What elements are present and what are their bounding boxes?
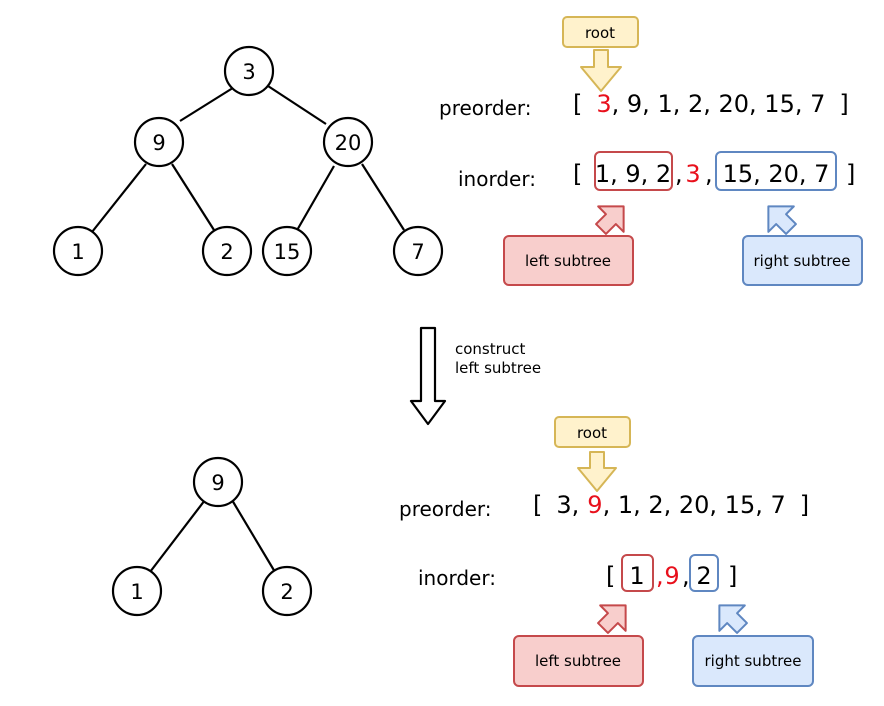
inorder-right-box [689, 554, 719, 592]
inorder-right-values: 15, 20, 7 [723, 160, 830, 188]
top-edge-9-2 [171, 163, 215, 231]
bracket-open: [ [606, 562, 615, 590]
root-tag-label: root [577, 424, 607, 442]
top-edge-20-15 [295, 165, 335, 233]
top-left-subtree-tag: left subtree [503, 235, 634, 286]
inorder-sep: , [682, 562, 690, 590]
root-tag-label: root [585, 24, 615, 42]
node-label: 3 [242, 60, 255, 84]
bottom-tree [149, 499, 276, 573]
node-label: 9 [211, 471, 224, 495]
bracket-open: [ [573, 160, 582, 188]
preorder-label: preorder: [439, 96, 532, 120]
bottom-root-tag: root [554, 416, 631, 448]
bracket-close: ] [800, 491, 809, 519]
preorder-label: preorder: [399, 497, 492, 521]
tree-node: 2 [201, 225, 253, 277]
preorder-rest: , 1, 2, 20, 15, 7 [603, 491, 786, 519]
inorder-right-box [715, 151, 837, 191]
right-subtree-label: right subtree [753, 252, 850, 270]
bottom-edge-9-1 [149, 499, 206, 573]
arrow-up-right-icon [597, 604, 627, 634]
preorder-array: [3, 9, 1, 2, 20, 15, 7] [573, 90, 849, 118]
inorder-left-box [621, 554, 654, 592]
bracket-close: ] [728, 562, 737, 590]
bottom-edge-9-2 [231, 499, 276, 573]
inorder-sep: , [675, 160, 683, 188]
top-edge-3-9 [179, 85, 237, 122]
bottom-tree-nodes: 9 1 2 [111, 456, 313, 617]
bracket-close: ] [839, 90, 848, 118]
top-root-tag: root [562, 16, 639, 48]
inorder-left-values: 1 [629, 562, 644, 590]
tree-node: 15 [261, 225, 313, 277]
big-down-arrow-icon [409, 326, 447, 426]
tree-node: 1 [52, 225, 104, 277]
node-label: 9 [152, 131, 165, 155]
down-arrow-icon [580, 49, 622, 92]
down-arrow-icon [577, 451, 617, 492]
tree-node: 3 [223, 45, 275, 97]
tree-node: 9 [192, 456, 244, 508]
preorder-rest: , 9, 1, 2, 20, 15, 7 [612, 90, 826, 118]
transition-line1: construct [455, 340, 526, 358]
node-label: 2 [220, 240, 233, 264]
node-label: 15 [274, 240, 301, 264]
inorder-label: inorder: [458, 167, 536, 191]
bracket-open: [ [533, 491, 542, 519]
top-right-subtree-tag: right subtree [742, 235, 863, 286]
inorder-root-value: 3 [685, 160, 700, 188]
arrow-up-left-icon [767, 205, 797, 235]
top-tree [91, 85, 405, 233]
top-edge-3-20 [267, 85, 327, 125]
preorder-array: [3, 9, 1, 2, 20, 15, 7] [533, 491, 809, 519]
node-label: 20 [335, 131, 362, 155]
preorder-before-root: 3, [556, 491, 579, 519]
inorder-left-box [594, 151, 673, 191]
inorder-left-values: 1, 9, 2 [595, 160, 671, 188]
tree-node: 9 [133, 116, 185, 168]
tree-node: 2 [261, 565, 313, 617]
node-label: 1 [71, 240, 84, 264]
bracket-close: ] [846, 160, 855, 188]
inorder-sep: , [705, 160, 713, 188]
arrow-up-right-icon [595, 205, 625, 235]
bracket-open: [ [573, 90, 582, 118]
tree-node: 7 [392, 225, 444, 277]
top-edge-9-1 [91, 163, 147, 233]
inorder-right-values: 2 [696, 562, 711, 590]
transition-line2: left subtree [455, 359, 541, 377]
left-subtree-label: left subtree [535, 652, 621, 670]
inorder-label: inorder: [418, 566, 496, 590]
tree-node: 1 [111, 565, 163, 617]
tree-node: 20 [322, 116, 374, 168]
right-subtree-label: right subtree [704, 652, 801, 670]
bottom-left-subtree-tag: left subtree [513, 635, 644, 687]
preorder-root-value: 3 [596, 90, 611, 118]
left-subtree-label: left subtree [525, 252, 611, 270]
top-edge-20-7 [361, 163, 405, 231]
inorder-sep: , [656, 562, 664, 590]
top-tree-nodes: 3 9 20 1 2 15 7 [52, 45, 444, 277]
inorder-root-value: 9 [664, 562, 679, 590]
bottom-right-subtree-tag: right subtree [692, 635, 814, 687]
preorder-root-value: 9 [587, 491, 602, 519]
node-label: 7 [411, 240, 424, 264]
arrow-up-left-icon [718, 604, 748, 634]
node-label: 1 [130, 580, 143, 604]
node-label: 2 [280, 580, 293, 604]
